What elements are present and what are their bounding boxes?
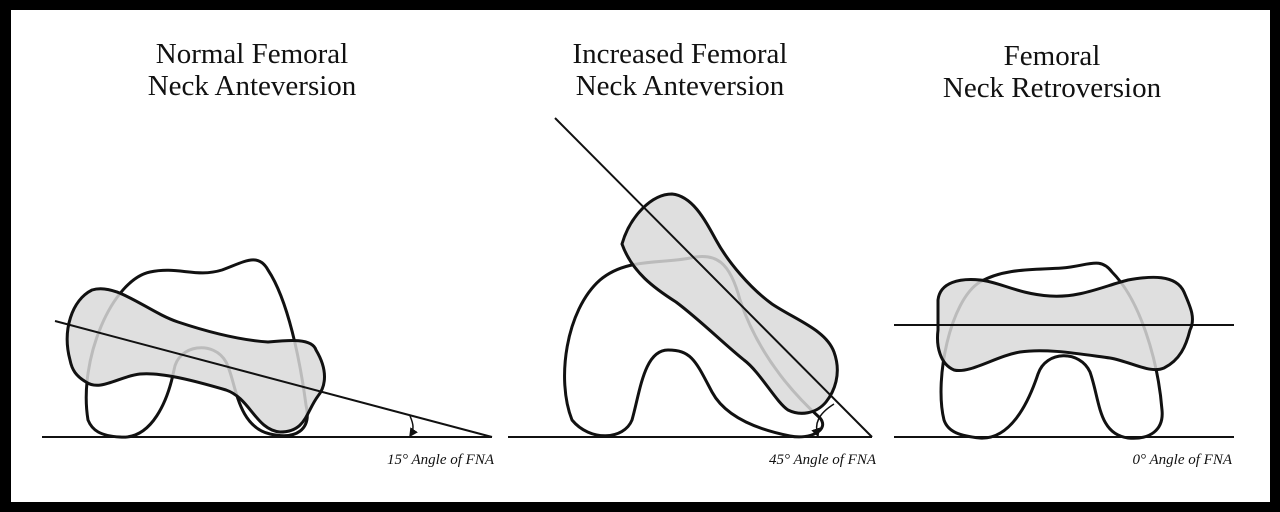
panel-2-angle-arrow bbox=[811, 403, 835, 438]
panel-2-caption: 45° Angle of FNA bbox=[769, 452, 876, 468]
panel-2-diagram bbox=[508, 117, 873, 439]
panel-2-title-line2: Neck Anteversion bbox=[575, 70, 785, 102]
panel-1-angle-arrow bbox=[409, 415, 418, 438]
panel-3-title-line1: Femoral bbox=[1003, 40, 1101, 72]
panel-1-title-line2: Neck Anteversion bbox=[147, 70, 357, 102]
panel-2-title: Increased Femoral Neck Anteversion bbox=[530, 38, 830, 102]
panel-3-caption: 0° Angle of FNA bbox=[1132, 452, 1232, 468]
panel-3-title-line2: Neck Retroversion bbox=[942, 72, 1162, 104]
panel-2-title-line1: Increased Femoral bbox=[572, 38, 788, 70]
panel-1-femoral-neck bbox=[65, 287, 326, 434]
panel-3-condyles bbox=[939, 261, 1164, 440]
panel-3-diagram bbox=[894, 261, 1234, 440]
panel-2-fna-axis bbox=[554, 117, 873, 438]
panel-3-title: Femoral Neck Retroversion bbox=[902, 40, 1202, 104]
panel-3-femoral-neck bbox=[936, 275, 1194, 373]
panel-1-condyles bbox=[84, 258, 309, 439]
panel-1-title: Normal Femoral Neck Anteversion bbox=[102, 38, 402, 102]
panel-1-caption: 15° Angle of FNA bbox=[387, 452, 494, 468]
panel-2-condyles bbox=[563, 254, 824, 439]
panel-2-femoral-neck bbox=[620, 192, 839, 415]
panel-1-fna-axis bbox=[54, 320, 493, 438]
panel-1-title-line1: Normal Femoral bbox=[155, 38, 349, 70]
panel-1-diagram bbox=[42, 258, 493, 439]
